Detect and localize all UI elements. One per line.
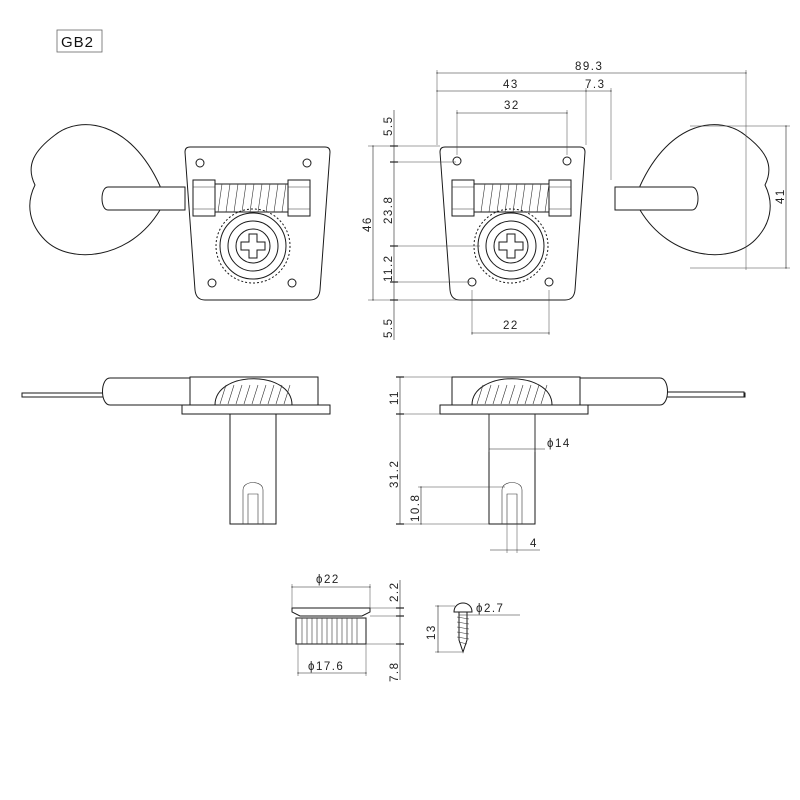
dim-slot-width: 4 <box>530 538 538 550</box>
dim-lower-offset: 11.2 <box>383 254 395 282</box>
dim-bushing-body-diameter: ϕ17.6 <box>308 661 344 673</box>
dim-top-margin: 5.5 <box>383 116 395 137</box>
dim-screw-diameter: ϕ2.7 <box>476 603 504 615</box>
dim-string-offset: 7.3 <box>585 79 606 91</box>
dim-post-diameter: ϕ14 <box>547 438 571 450</box>
front-view-right <box>439 124 771 301</box>
screw: 13 ϕ2.7 <box>426 602 520 654</box>
dim-post-length: 31.2 <box>389 460 401 488</box>
bushing: ϕ22 ϕ17.6 2.2 7.8 <box>291 574 404 683</box>
dim-flange-thickness: 2.2 <box>389 582 401 603</box>
dim-screw-length: 13 <box>426 624 438 640</box>
dim-screw-spacing: 32 <box>504 100 520 112</box>
dim-gear-height: 23.8 <box>383 196 395 224</box>
model-name: GB2 <box>61 34 94 51</box>
dim-slot-depth: 10.8 <box>410 494 422 522</box>
dim-bottom-screw-spacing: 22 <box>503 320 519 332</box>
dim-bottom-margin: 5.5 <box>383 318 395 339</box>
side-dimensions: 11 31.2 10.8 ϕ14 4 <box>389 376 571 553</box>
model-label: GB2 <box>56 29 103 53</box>
dim-bushing-height: 7.8 <box>389 662 401 683</box>
dim-housing-thickness: 11 <box>389 390 401 405</box>
dim-bushing-diameter: ϕ22 <box>316 574 340 586</box>
front-dimensions: 89.3 43 7.3 32 5.5 23.8 11.2 5.5 46 <box>362 61 790 340</box>
dim-button-height: 41 <box>775 188 787 204</box>
side-view-right <box>439 376 746 525</box>
dim-overall-length: 89.3 <box>575 61 603 73</box>
dim-post-offset: 43 <box>503 79 519 91</box>
side-view-left <box>21 376 331 525</box>
dim-plate-height: 46 <box>362 216 374 232</box>
front-view-left <box>29 124 331 301</box>
